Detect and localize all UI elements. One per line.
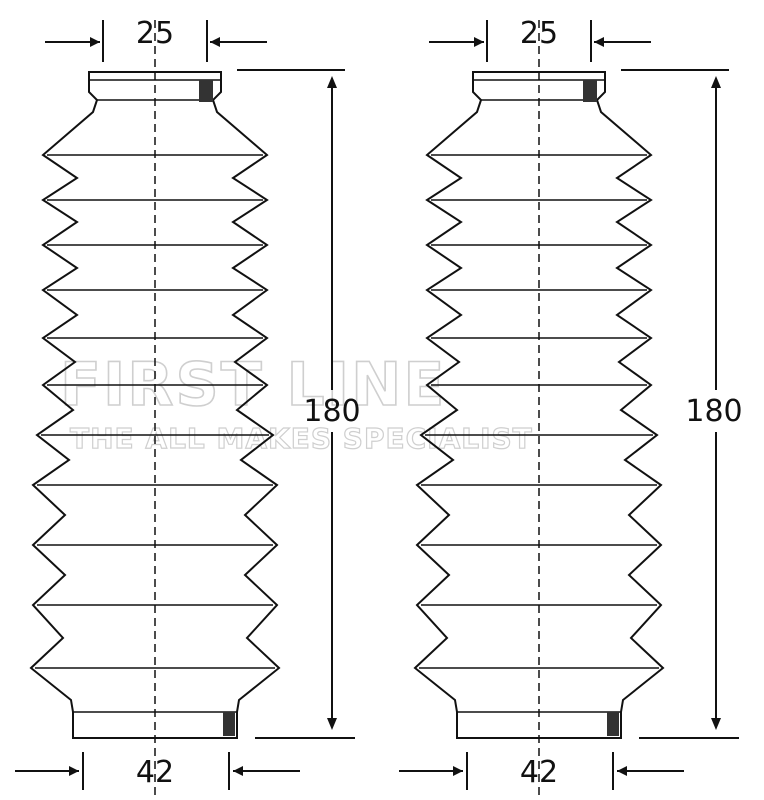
dimensions-left <box>15 20 355 790</box>
bottom-diameter-label-left: 42 <box>136 755 174 790</box>
collar-clip <box>583 80 597 102</box>
bottom-arrow-right-head <box>453 766 463 776</box>
top-diameter-label-left: 25 <box>136 16 174 51</box>
length-arrow-top-left <box>327 76 337 88</box>
bottom-arrow-right-head <box>617 766 627 776</box>
collar-clip <box>199 80 213 102</box>
bellows-boot-right: 25 180 42 <box>399 16 743 795</box>
length-arrow-bottom-right <box>711 718 721 730</box>
top-arrow-left-head <box>210 37 220 47</box>
length-label-right: 180 <box>685 394 742 429</box>
collar-clip <box>607 712 619 736</box>
watermark-tagline: THE ALL MAKES SPECIALIST <box>70 422 533 455</box>
bellows-outline-right <box>413 71 665 739</box>
bottom-diameter-label-right: 42 <box>520 755 558 790</box>
length-arrow-bottom-left <box>327 718 337 730</box>
bellows-ribs-right <box>419 79 659 736</box>
length-label-left: 180 <box>303 394 360 429</box>
top-arrow-right-head <box>594 37 604 47</box>
top-arrow-left-head <box>90 37 100 47</box>
collar-clip <box>223 712 235 736</box>
bottom-arrow-left-head <box>233 766 243 776</box>
dimensions-right <box>399 20 739 790</box>
length-arrow-top-right <box>711 76 721 88</box>
bottom-arrow-left-head <box>69 766 79 776</box>
top-diameter-label-right: 25 <box>520 16 558 51</box>
top-arrow-right-head <box>474 37 484 47</box>
bellows-outline-left <box>29 71 281 739</box>
bellows-boot-left: 25 180 42 <box>15 16 361 795</box>
watermark: FIRST LINE THE ALL MAKES SPECIALIST <box>59 349 533 455</box>
